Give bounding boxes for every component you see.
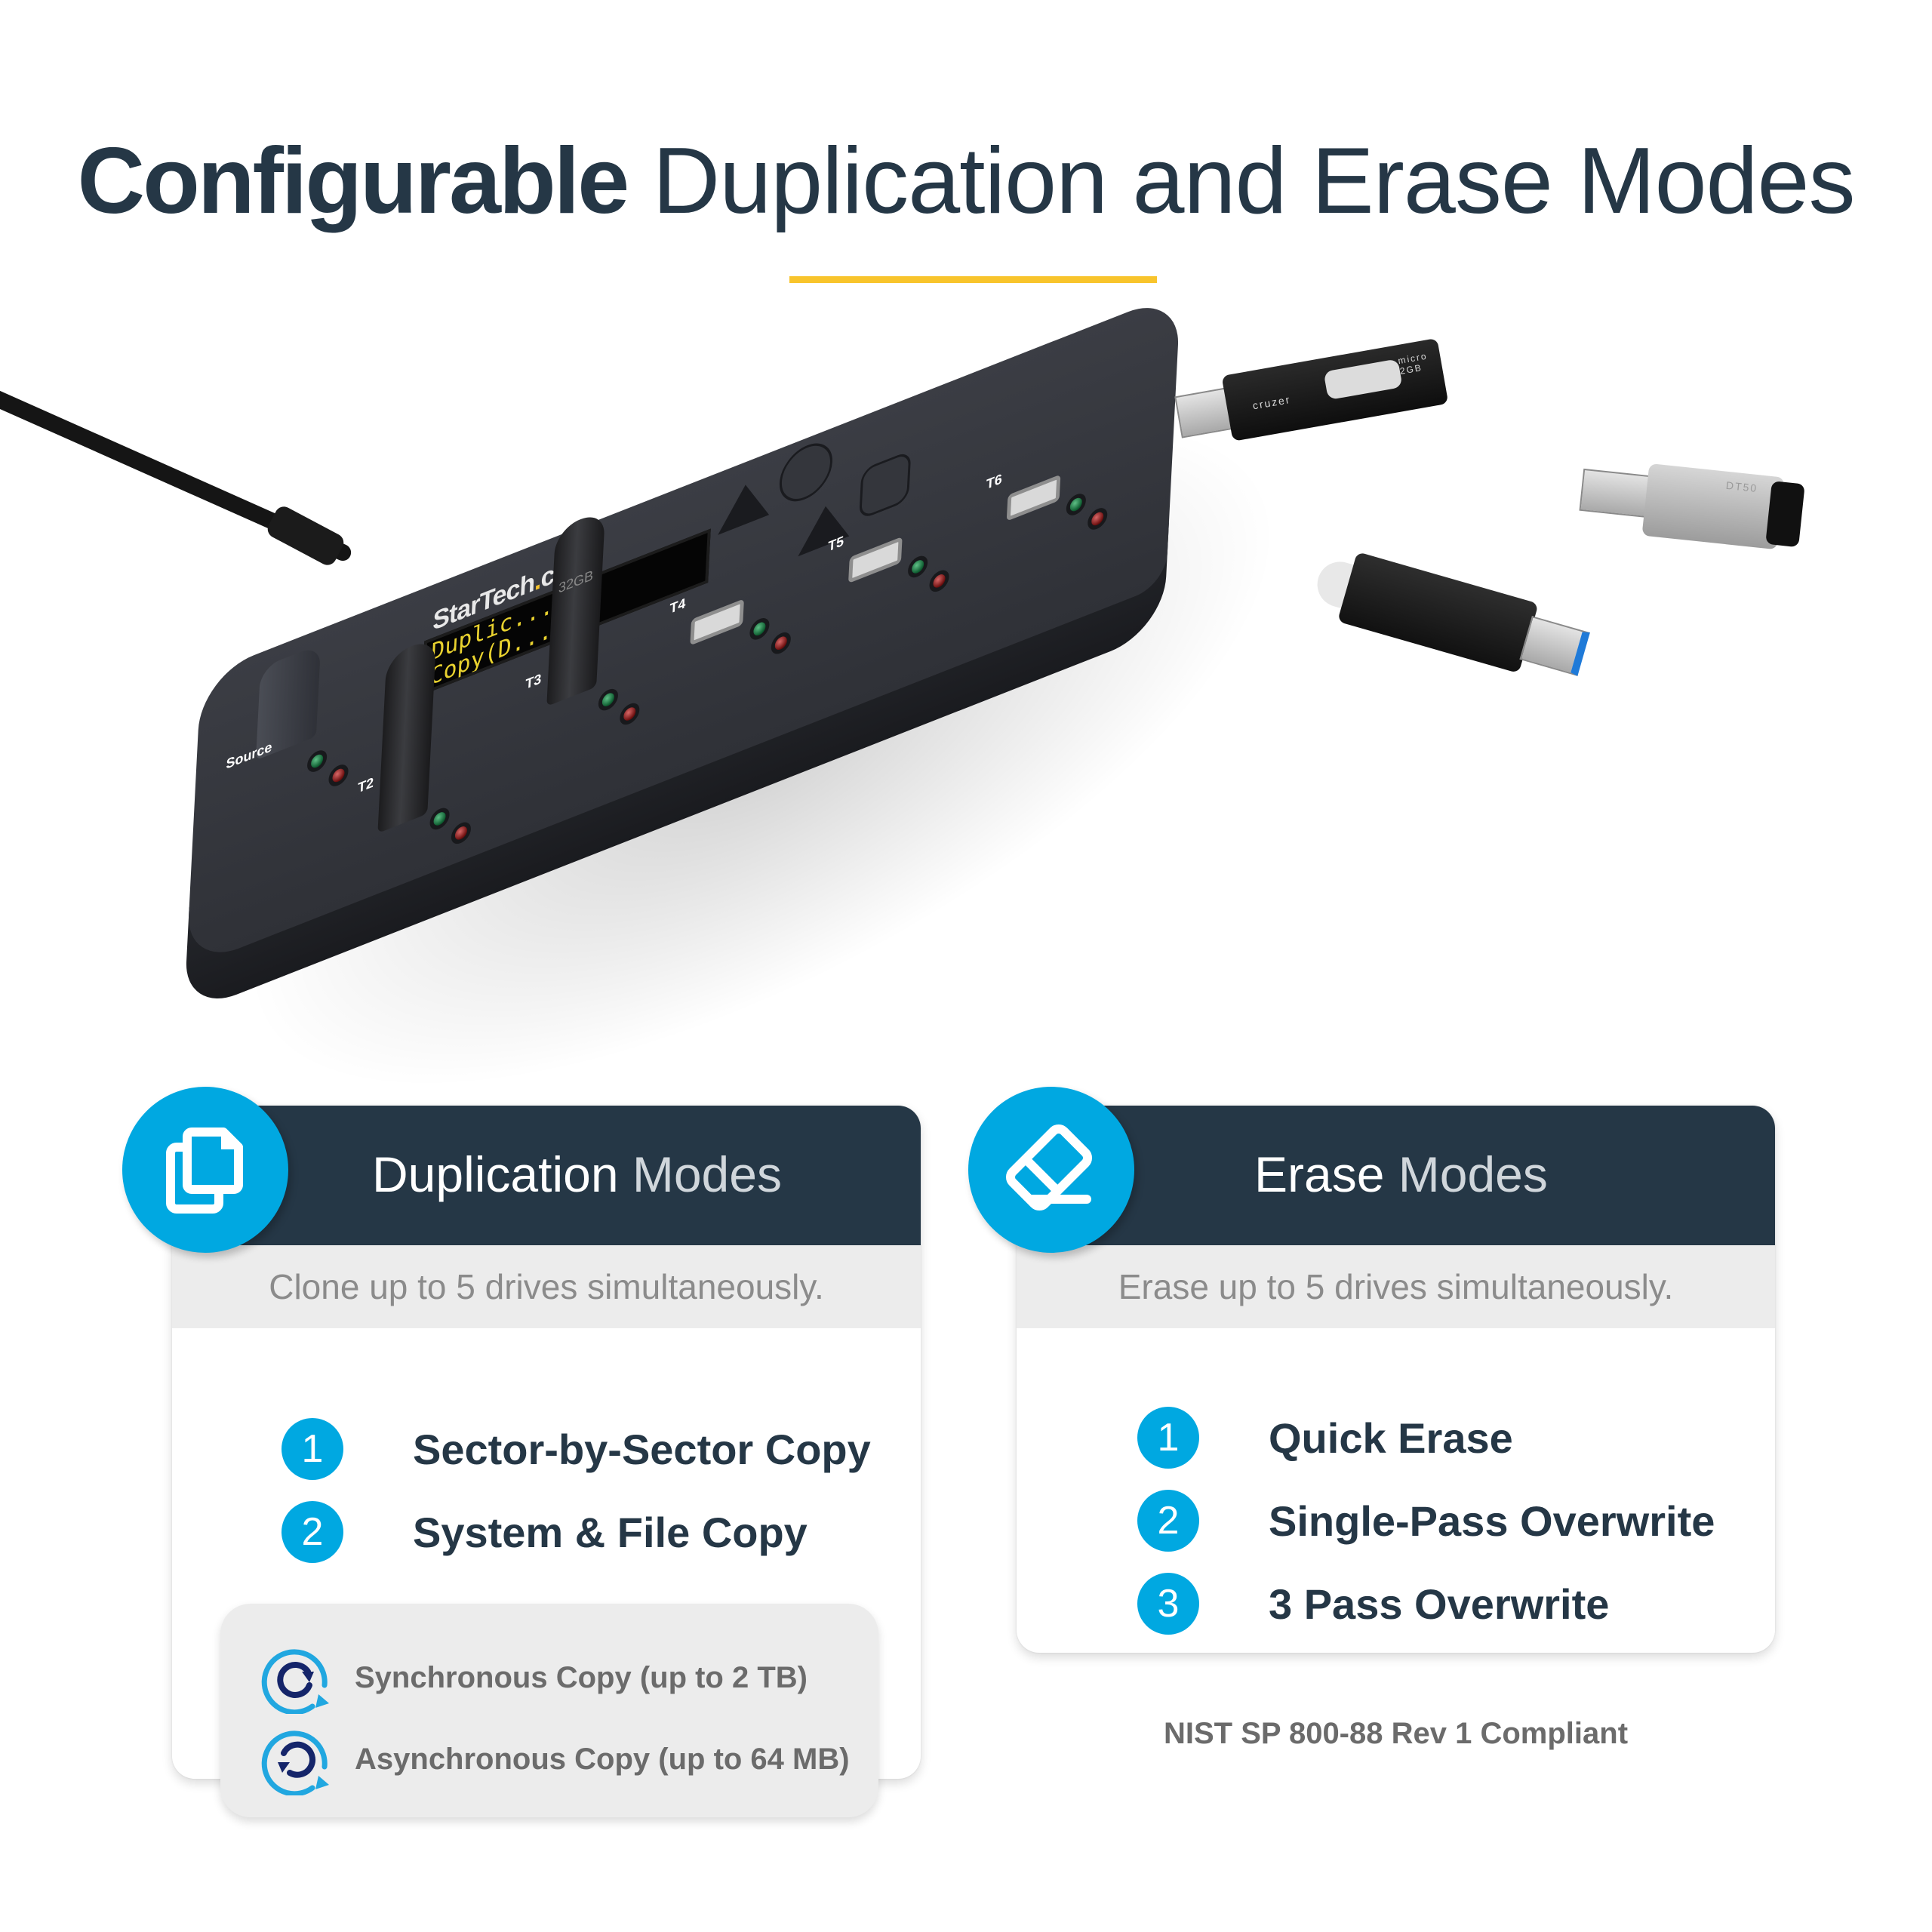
copy-type-synchronous: Synchronous Copy (up to 2 TB): [260, 1641, 808, 1714]
erase-modes-card: Erase Modes Erase up to 5 drives simulta…: [1017, 1106, 1775, 1653]
mode-label: System & File Copy: [413, 1508, 808, 1556]
eraser-icon: [968, 1087, 1134, 1253]
sync-counterclockwise-icon: [261, 1730, 329, 1795]
erase-card-subtitle: Erase up to 5 drives simultaneously.: [1118, 1267, 1674, 1306]
copy-type-asynchronous: Asynchronous Copy (up to 64 MB): [260, 1723, 850, 1795]
list-item: 1 Sector-by-Sector Copy: [281, 1407, 871, 1491]
list-item: 3 3 Pass Overwrite: [1137, 1562, 1715, 1645]
list-item: 2 Single-Pass Overwrite: [1137, 1479, 1715, 1562]
erase-card-title: Erase Modes: [1254, 1146, 1548, 1202]
page-title-light: Duplication and Erase Modes: [652, 129, 1856, 233]
title-accent-rule: [789, 276, 1157, 283]
copy-type-label: Synchronous Copy (up to 2 TB): [355, 1660, 808, 1694]
compliance-note: NIST SP 800-88 Rev 1 Compliant: [1163, 1717, 1629, 1750]
duplication-card-subtitle-strip: Clone up to 5 drives simultaneously.: [172, 1245, 921, 1328]
page-title: Configurable Duplication and Erase Modes: [0, 134, 1932, 228]
duplication-card-title: Duplication Modes: [372, 1146, 782, 1202]
duplication-card-header: Duplication Modes: [172, 1106, 921, 1245]
list-item: 2 System & File Copy: [281, 1491, 871, 1574]
copy-type-label: Asynchronous Copy (up to 64 MB): [355, 1742, 850, 1776]
erase-modes-list: 1 Quick Erase 2 Single-Pass Overwrite 3 …: [1137, 1396, 1715, 1645]
sync-clockwise-icon: [261, 1649, 329, 1714]
number-badge: 1: [281, 1418, 343, 1480]
product-photo: StarTech.com Duplic... Copy(D... Source …: [0, 285, 1932, 1224]
duplication-card-subtitle: Clone up to 5 drives simultaneously.: [269, 1267, 824, 1306]
mode-label: Quick Erase: [1269, 1414, 1513, 1462]
mode-label: 3 Pass Overwrite: [1269, 1580, 1610, 1628]
list-item: 1 Quick Erase: [1137, 1396, 1715, 1479]
copy-files-icon: [122, 1087, 288, 1253]
number-badge: 3: [1137, 1573, 1199, 1635]
mode-label: Sector-by-Sector Copy: [413, 1425, 871, 1473]
page-title-bold: Configurable: [77, 129, 630, 233]
mode-label: Single-Pass Overwrite: [1269, 1497, 1715, 1545]
number-badge: 2: [281, 1501, 343, 1563]
number-badge: 1: [1137, 1407, 1199, 1469]
number-badge: 2: [1137, 1490, 1199, 1552]
erase-card-subtitle-strip: Erase up to 5 drives simultaneously.: [1017, 1245, 1775, 1328]
duplication-modes-list: 1 Sector-by-Sector Copy 2 System & File …: [281, 1407, 871, 1574]
copy-types-panel: Synchronous Copy (up to 2 TB) Asynchrono…: [220, 1604, 878, 1817]
erase-card-header: Erase Modes: [1017, 1106, 1775, 1245]
